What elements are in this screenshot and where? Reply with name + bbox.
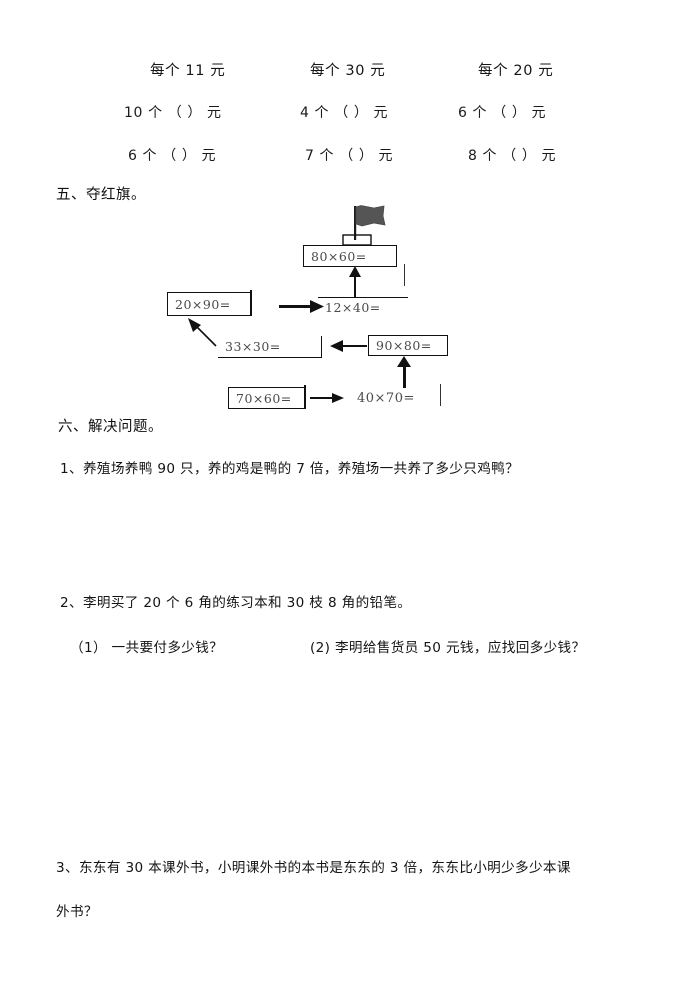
- arrow-shaft-40x70-to-90x80: [403, 362, 407, 388]
- section-five-heading: 五、夺红旗。: [56, 187, 146, 203]
- section-six-heading: 六、解决问题。: [58, 419, 163, 435]
- diagram-box-70x60[interactable]: 70×60=: [228, 387, 306, 409]
- problem-1-text: 1、养殖场养鸭 90 只，养的鸡是鸭的 7 倍，养殖场一共养了多少只鸡鸭？: [60, 461, 520, 477]
- arrow-shaft-12x40-to-80x60: [354, 272, 356, 298]
- diagram-stray-rule-upper: [404, 264, 406, 286]
- price-header-2: 每个 30 元: [310, 63, 386, 79]
- diagram-box-70x60-right-edge: [304, 385, 306, 409]
- diagram-box-20x90[interactable]: 20×90=: [167, 292, 252, 316]
- arrow-head-12x40-to-80x60: [349, 266, 361, 277]
- diagram-stray-rule-right: [440, 384, 442, 406]
- qty-cell-r2c3[interactable]: 8 个 （ ） 元: [468, 148, 557, 164]
- problem-2-part-2: (2) 李明给售货员 50 元钱，应找回多少钱？: [310, 640, 586, 656]
- diagram-box-40x70[interactable]: 40×70=: [357, 390, 415, 406]
- arrow-head-40x70-to-90x80: [397, 356, 411, 367]
- arrow-shaft-20x90-to-12x40: [279, 305, 313, 308]
- arrow-33x30-to-20x90: [188, 318, 217, 347]
- arrow-shaft-70x60-to-40x70: [310, 397, 336, 399]
- price-header-1: 每个 11 元: [150, 63, 226, 79]
- qty-cell-r2c1[interactable]: 6 个 （ ） 元: [128, 148, 217, 164]
- arrow-head-70x60-to-40x70: [332, 393, 344, 403]
- problem-3-line-1: 3、东东有 30 本课外书，小明课外书的本书是东东的 3 倍，东东比小明少多少本…: [56, 860, 571, 876]
- arrow-shaft-90x80-to-33x30: [337, 345, 367, 348]
- diagram-box-90x80[interactable]: 90×80=: [368, 335, 448, 356]
- problem-3-line-2: 外书？: [56, 904, 98, 920]
- problem-2-text: 2、李明买了 20 个 6 角的练习本和 30 枝 8 角的铅笔。: [60, 595, 412, 611]
- qty-cell-r1c1[interactable]: 10 个 （ ） 元: [124, 105, 222, 121]
- diagram-box-20x90-right-edge: [250, 290, 252, 316]
- qty-cell-r2c2[interactable]: 7 个 （ ） 元: [305, 148, 394, 164]
- arrow-head-90x80-to-33x30: [330, 340, 343, 352]
- arrow-head-20x90-to-12x40: [310, 300, 324, 313]
- problem-2-part-1: （1） 一共要付多少钱？: [70, 640, 224, 656]
- red-flag-icon: [342, 205, 386, 246]
- diagram-box-80x60[interactable]: 80×60=: [303, 245, 397, 267]
- qty-cell-r1c2[interactable]: 4 个 （ ） 元: [300, 105, 389, 121]
- diagram-box-33x30[interactable]: 33×30=: [218, 336, 322, 358]
- price-header-3: 每个 20 元: [478, 63, 554, 79]
- diagram-box-12x40[interactable]: 12×40=: [318, 297, 408, 317]
- qty-cell-r1c3[interactable]: 6 个 （ ） 元: [458, 105, 547, 121]
